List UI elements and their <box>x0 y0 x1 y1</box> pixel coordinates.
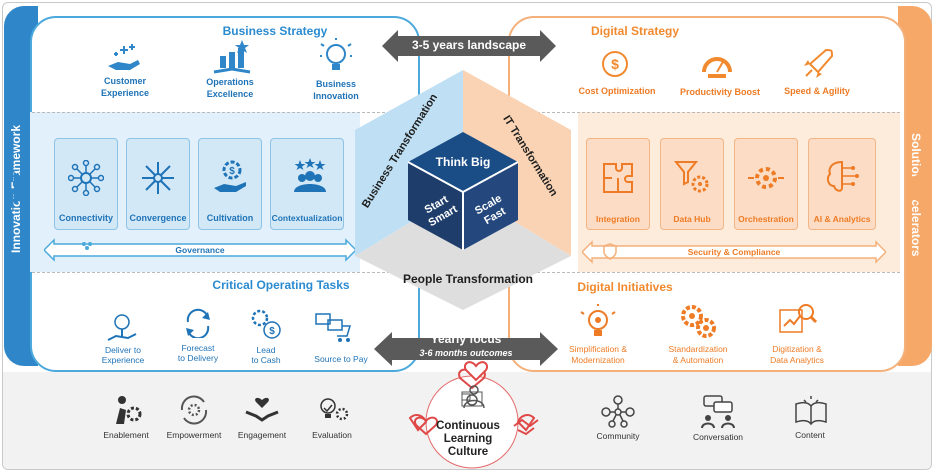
brain-circuit-icon <box>826 160 859 192</box>
book-icon <box>795 396 827 426</box>
teacher-icon <box>461 385 485 409</box>
cultivation-label: Cultivation <box>206 213 254 223</box>
governance-label: Governance <box>175 245 225 255</box>
yearly-focus-arrow <box>374 332 558 366</box>
landscape-arrow <box>382 30 556 62</box>
lightbulb-icon <box>320 38 352 70</box>
people-stars-icon <box>294 158 326 192</box>
think-big-cube <box>407 132 519 250</box>
community-icon <box>601 395 635 428</box>
think-big-label: Think Big <box>435 155 491 169</box>
magnifier-chart-icon <box>779 304 818 333</box>
puzzle-icon <box>603 163 633 193</box>
landscape-arrow-label: 3-5 years landscape <box>411 38 527 52</box>
cultivation-card <box>198 138 262 230</box>
contextualization-label: Contextualization <box>271 213 343 223</box>
gear-dollar-icon: $ <box>251 309 281 339</box>
security-bar <box>582 240 886 264</box>
rocket-icon <box>804 48 834 78</box>
digital-strategy-title: Digital Strategy <box>590 24 680 38</box>
network-icon <box>68 160 104 196</box>
source-to-pay-label: Source to Pay <box>314 354 368 364</box>
enablement-label: Enablement <box>103 430 149 440</box>
gears-icon <box>748 167 784 189</box>
ai-analytics-label: AI & Analytics <box>813 214 871 224</box>
governance-bar <box>44 238 356 262</box>
orchestration-card <box>734 138 798 230</box>
orchestration-label: Orchestration <box>738 214 794 224</box>
convergence-label: Convergence <box>129 213 187 223</box>
handshake-icon <box>513 418 539 436</box>
empowerment-label: Empowerment <box>166 430 222 440</box>
lightbulb-gear-icon <box>580 304 616 336</box>
svg-text:$: $ <box>269 326 275 337</box>
hand-sparkle-icon <box>108 44 140 70</box>
hand-heart-left-icon <box>414 416 438 436</box>
converge-arrows-icon <box>142 162 174 194</box>
integration-label: Integration <box>596 214 640 224</box>
chat-people-icon <box>701 395 735 428</box>
connectivity-label: Connectivity <box>58 213 113 223</box>
svg-text:$: $ <box>229 166 235 177</box>
data-hub-label: Data Hub <box>673 214 711 224</box>
speed-agility-label: Speed & Agility <box>784 86 850 96</box>
dollar-down-icon: $ <box>602 51 628 77</box>
hand-star-icon <box>213 40 251 74</box>
evaluation-label: Evaluation <box>312 430 352 440</box>
business-strategy-title: Business Strategy <box>222 24 328 38</box>
yearly-focus-label: Yearly focus <box>430 332 502 346</box>
cycle-icon <box>186 308 210 338</box>
outcomes-label: 3-6 months outcomes <box>419 348 513 358</box>
people-transformation-label: People Transformation <box>402 272 534 286</box>
critical-tasks-title: Critical Operating Tasks <box>212 278 350 292</box>
hands-heart-icon <box>245 397 279 422</box>
productivity-boost-label: Productivity Boost <box>679 87 760 97</box>
bulb-check-icon <box>320 398 349 421</box>
heart-icon <box>464 361 488 382</box>
gear-hand-icon: $ <box>214 160 246 192</box>
gauge-icon <box>702 57 732 78</box>
svg-text:$: $ <box>611 56 619 72</box>
simplification-label: Simplification &Modernization <box>568 344 628 365</box>
digitization-label: Digitization &Data Analytics <box>770 344 824 365</box>
conversation-label: Conversation <box>692 432 744 442</box>
cost-optimization-label: Cost Optimization <box>578 86 656 96</box>
funnel-gear-icon <box>674 161 709 193</box>
refresh-gear-icon <box>180 395 208 425</box>
security-label: Security & Compliance <box>687 247 781 257</box>
person-gear-icon <box>116 396 142 424</box>
digital-initiatives-title: Digital Initiatives <box>577 280 673 294</box>
standardization-label: Standardization& Automation <box>668 344 728 365</box>
contextualization-card <box>270 138 344 230</box>
content-label: Content <box>795 430 825 440</box>
transformation-hexagon <box>355 70 571 310</box>
cart-docs-icon <box>315 313 352 342</box>
community-label: Community <box>596 431 640 441</box>
engagement-label: Engagement <box>237 430 287 440</box>
gears-cog-icon <box>681 305 716 338</box>
tree-hand-icon <box>107 314 137 341</box>
